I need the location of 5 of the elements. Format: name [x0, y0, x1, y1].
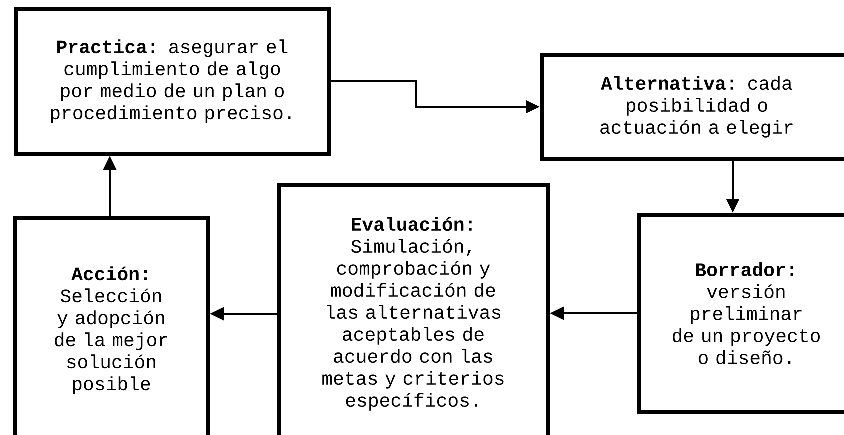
definition-box: Practica: asegurar el cumplimiento de algo por medio de un plan o procedimiento preciso.: [14, 7, 331, 156]
definition-box: Borrador: versión preliminar de un proyecto o diseño.: [637, 213, 844, 414]
definition-box: Acción: Selección y adopción de la mejor solución posible: [13, 216, 210, 435]
definition-box: Evaluación: Simulación, comprobación y modificación de las alternativas aceptables de acuerdo con las metas y criterios específicos.: [277, 183, 550, 435]
definition-box: Alternativa: cada posibilidad o actuación a elegir: [540, 53, 844, 161]
